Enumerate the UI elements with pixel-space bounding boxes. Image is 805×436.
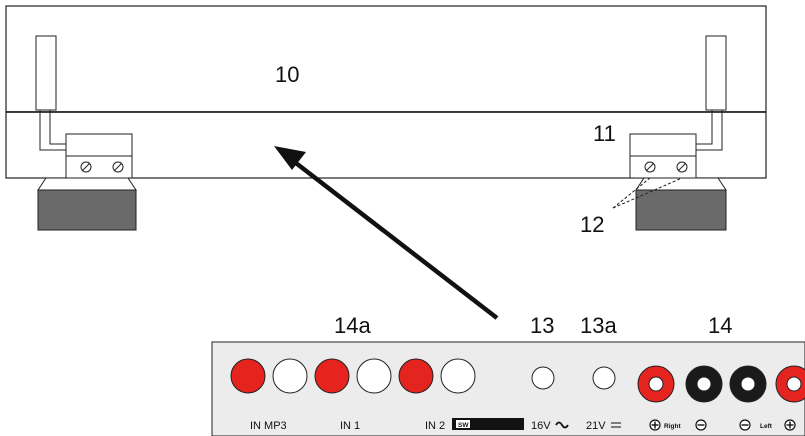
selector-switch-label: SW: [458, 422, 469, 429]
hinge-right-block: [629, 133, 697, 157]
rca-in-mp3-red[interactable]: [230, 358, 266, 394]
speaker-terminal-left-minus[interactable]: [729, 365, 767, 403]
rca-in1-red[interactable]: [314, 358, 350, 394]
rca-in-mp3-white[interactable]: [272, 358, 308, 394]
hinge-right-bracket: [696, 110, 723, 151]
hinge-right: [629, 35, 727, 179]
screw-icon: [676, 161, 688, 173]
plus-icon: [649, 419, 661, 431]
label-13a: 13a: [580, 313, 617, 338]
selector-switch-knob: [456, 420, 470, 428]
dc-symbol-icon: [611, 422, 621, 428]
label-13: 13: [530, 313, 554, 338]
rca-in2-red[interactable]: [398, 358, 434, 394]
foot-left: [37, 189, 137, 231]
minus-icon: [739, 419, 751, 431]
turntable-body: [5, 5, 767, 179]
foot-left-bevel: [37, 177, 137, 191]
hinge-right-arm: [705, 35, 727, 111]
connection-arrow: [274, 146, 499, 320]
speaker-terminal-right-minus[interactable]: [685, 365, 723, 403]
screw-icon: [644, 161, 656, 173]
power-socket-16v[interactable]: [531, 366, 555, 390]
label-16v: 16V: [531, 420, 551, 432]
hinge-right-bracket-inner: [696, 110, 713, 145]
hinge-left-bracket-inner: [49, 110, 68, 145]
minus-icon: [695, 419, 707, 431]
label-12: 12: [580, 212, 604, 237]
arrow-head-icon: [274, 146, 306, 170]
label-left: Left: [760, 423, 773, 430]
rear-panel: IN MP3 IN 1 IN 2 SW 16V 21V Right: [211, 341, 805, 436]
foot-right: [635, 189, 727, 231]
hinge-left: [35, 35, 133, 179]
speaker-terminal-left-plus[interactable]: [775, 365, 805, 403]
ac-symbol-icon: [555, 421, 569, 429]
screw-pointer-lines: [612, 177, 683, 209]
turntable-feet: [37, 177, 727, 231]
label-in-mp3: IN MP3: [250, 420, 287, 432]
plus-icon: [784, 419, 796, 431]
foot-right-bevel: [635, 177, 727, 191]
turntable-lid: [5, 5, 767, 113]
rca-in1-white[interactable]: [356, 358, 392, 394]
screw-icon: [80, 161, 92, 173]
label-11: 11: [593, 121, 616, 146]
label-in2: IN 2: [425, 420, 445, 432]
label-in1: IN 1: [340, 420, 360, 432]
screw-icon: [112, 161, 124, 173]
hinge-left-bracket: [39, 110, 68, 151]
label-21v: 21V: [586, 420, 606, 432]
label-14a: 14a: [334, 313, 371, 338]
power-socket-21v[interactable]: [592, 366, 616, 390]
speaker-terminal-right-plus[interactable]: [637, 365, 675, 403]
label-14: 14: [708, 313, 732, 338]
rca-in2-white[interactable]: [440, 358, 476, 394]
hinge-left-block: [65, 133, 133, 157]
hinge-left-arm: [35, 35, 57, 111]
label-10: 10: [275, 62, 299, 87]
label-right: Right: [664, 423, 681, 430]
